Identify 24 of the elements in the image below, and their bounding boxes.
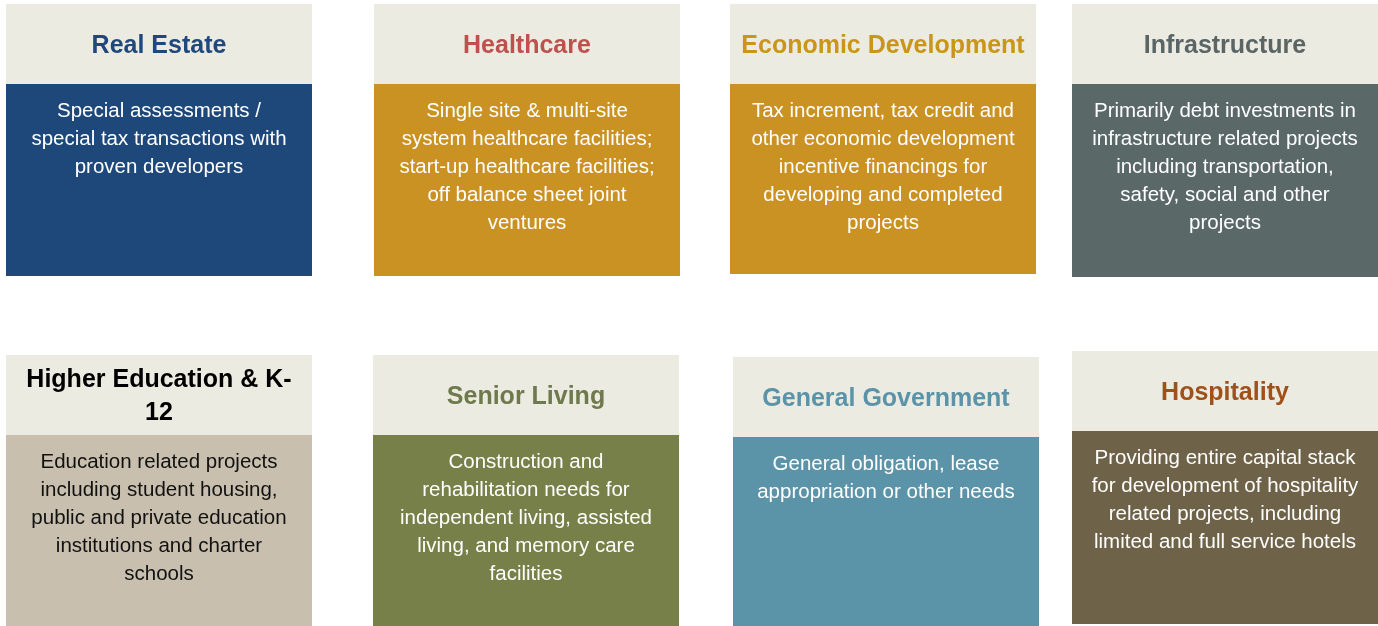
- card-description: Special assessments / special tax transactions with proven developers: [30, 97, 288, 179]
- card-description: Single site & multi-site system healthcare facilities; start-up healthcare facilities; off balance sheet joint ventures: [398, 97, 656, 235]
- card-title: Healthcare: [462, 28, 592, 60]
- category-card: [733, 357, 1039, 626]
- card-description: Construction and rehabilitation needs for independent living, assisted living, and memory care facilities: [399, 448, 653, 586]
- category-card: [374, 4, 680, 276]
- card-title: Economic Development: [740, 28, 1026, 60]
- category-card: [1072, 351, 1378, 624]
- category-card: [6, 355, 312, 626]
- card-description: General obligation, lease appropriation or other needs: [756, 450, 1016, 504]
- category-card: [730, 4, 1036, 274]
- card-title: Real Estate: [90, 28, 228, 60]
- card-description: Tax increment, tax credit and other economic development incentive financings for developing and completed projects: [750, 97, 1016, 235]
- card-title: Higher Education & K-12: [25, 363, 293, 427]
- card-description: Primarily debt investments in infrastructure related projects including transportation, safety, social and other projects: [1091, 97, 1359, 235]
- card-title: Infrastructure: [1142, 28, 1308, 60]
- card-description: Providing entire capital stack for development of hospitality related projects, including limited and full service hotels: [1090, 444, 1360, 554]
- card-title: Senior Living: [445, 379, 607, 411]
- card-description: Education related projects including student housing, public and private education institutions and charter schools: [30, 448, 288, 586]
- category-card: [1072, 4, 1378, 277]
- card-title: General Government: [761, 381, 1011, 413]
- category-card: [6, 4, 312, 276]
- category-card: [373, 355, 679, 626]
- card-title: Hospitality: [1160, 375, 1290, 407]
